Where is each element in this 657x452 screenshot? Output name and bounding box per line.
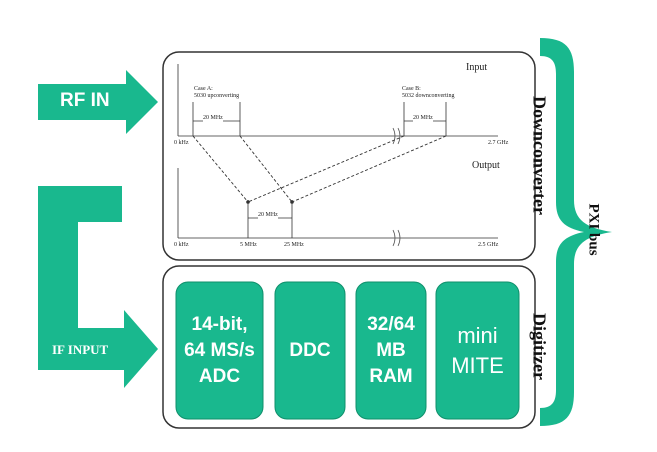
output-plot-title: Output (472, 160, 500, 171)
adc-block-label: 14-bit, 64 MS/s ADC (184, 313, 255, 387)
output-axis-tick-0: 0 kHz (174, 242, 189, 248)
downconverter-panel (162, 51, 536, 261)
rf-in-arrow (38, 70, 158, 134)
if-input-arrow (38, 186, 158, 388)
output-axis-tick-2: 25 MHz (284, 242, 304, 248)
mite-block-label: mini MITE (451, 322, 504, 378)
case-a-label: Case A: 5030 upconverting (194, 86, 240, 99)
digitizer-label: Digitizer (529, 313, 550, 380)
adc-block (175, 281, 264, 420)
output-marker-right (290, 200, 294, 204)
input-bw-right: 20 MHz (413, 115, 433, 122)
input-bw-left: 20 MHz (203, 115, 223, 122)
pxi-bus-label: PXI bus (585, 203, 602, 256)
output-axis-tick-3: 2.5 GHz (478, 242, 499, 248)
input-plot-title: Input (466, 62, 488, 73)
input-axis-end: 2.7 GHz (488, 140, 509, 146)
output-marker-left (246, 200, 250, 204)
rf-in-label: RF IN (60, 90, 110, 111)
output-spectrum-plot (177, 168, 498, 247)
input-axis-start: 0 kHz (174, 140, 189, 146)
pxi-bus-brace (540, 38, 612, 426)
mite-block (435, 281, 520, 420)
ddc-block-label: DDC (289, 339, 331, 361)
if-input-label: IF INPUT (52, 342, 109, 357)
downconverter-label: Downconverter (529, 96, 550, 215)
ram-block (355, 281, 427, 420)
output-axis-tick-1: 5 MHz (240, 242, 257, 248)
frequency-mapping-lines (192, 135, 447, 203)
ram-block-label: 32/64 MB RAM (367, 313, 415, 387)
ddc-block (274, 281, 346, 420)
output-bw: 20 MHz (258, 212, 278, 219)
case-b-label: Case B: 5032 downconverting (402, 86, 455, 99)
